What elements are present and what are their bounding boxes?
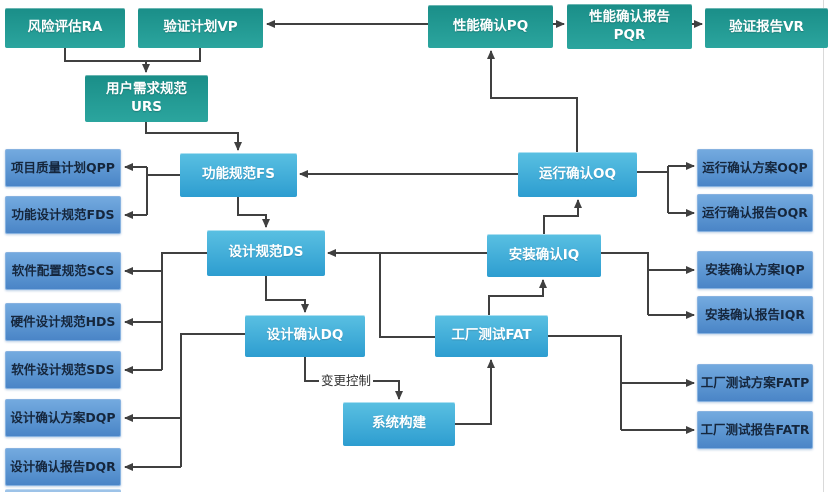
node-risk-assessment-ra: 风险评估RA xyxy=(5,8,125,48)
edge-fs-to-ds xyxy=(237,197,270,228)
node-iq-report-iqr: 安装确认报告IQR xyxy=(697,296,813,334)
edge-ra-vp-join xyxy=(64,48,201,62)
node-software-design-spec-sds: 软件设计规范SDS xyxy=(5,351,121,389)
node-dq-plan-dqp: 设计确认方案DQP xyxy=(5,399,121,437)
node-user-requirements-urs: 用户需求规范 URS xyxy=(85,75,208,122)
node-design-qualification-dq: 设计确认DQ xyxy=(245,315,365,357)
edge-fat-branch-to-ds-line xyxy=(379,253,435,338)
node-validation-plan-vp: 验证计划VP xyxy=(138,8,263,48)
node-validation-report-vr: 验证报告VR xyxy=(705,8,828,48)
node-performance-qualification-pq: 性能确认PQ xyxy=(428,5,553,48)
edge-oq-to-pq xyxy=(487,50,578,152)
node-operational-qualification-oq: 运行确认OQ xyxy=(518,152,637,197)
node-dq-report-dqr: 设计确认报告DQR xyxy=(5,448,121,486)
edge-fat-to-iq xyxy=(488,279,547,315)
edge-urs-to-fs xyxy=(145,122,242,151)
node-project-quality-plan-qpp: 项目质量计划QPP xyxy=(5,149,121,187)
edge-iq-to-oq xyxy=(543,199,582,234)
node-oq-report-oqr: 运行确认报告OQR xyxy=(697,194,813,232)
edge-ds-left-stem xyxy=(161,252,207,370)
node-design-spec-ds: 设计规范DS xyxy=(207,230,325,276)
node-iq-plan-iqp: 安装确认方案IQP xyxy=(697,251,813,289)
node-fat-report-fatr: 工厂测试报告FATR xyxy=(697,411,813,449)
node-fat-plan-fatp: 工厂测试方案FATP xyxy=(697,364,813,402)
partial-box-bottom xyxy=(5,489,121,492)
edge-fat-right-stem xyxy=(548,335,622,430)
edge-dq-left-stem xyxy=(180,333,245,467)
node-system-build: 系统构建 xyxy=(343,402,455,446)
change-control-edge-label: 变更控制 xyxy=(319,373,374,388)
edge-fs-left-stem xyxy=(146,167,180,215)
node-functional-design-spec-fds: 功能设计规范FDS xyxy=(5,196,121,234)
edge-iq-right-stem xyxy=(600,252,649,315)
node-pq-report-pqr: 性能确认报告 PQR xyxy=(567,4,692,49)
node-oq-plan-oqp: 运行确认方案OQP xyxy=(697,149,813,187)
node-factory-test-fat: 工厂测试FAT xyxy=(435,315,548,357)
node-functional-spec-fs: 功能规范FS xyxy=(180,153,297,197)
edge-ds-to-dq xyxy=(265,276,309,313)
node-hardware-design-spec-hds: 硬件设计规范HDS xyxy=(5,303,121,341)
edge-build-to-fat xyxy=(455,359,495,425)
edge-oq-right-stem xyxy=(637,166,669,213)
node-installation-qualification-iq: 安装确认IQ xyxy=(487,234,601,277)
page-edge-line xyxy=(823,0,824,492)
node-software-config-spec-scs: 软件配置规范SCS xyxy=(5,252,121,290)
